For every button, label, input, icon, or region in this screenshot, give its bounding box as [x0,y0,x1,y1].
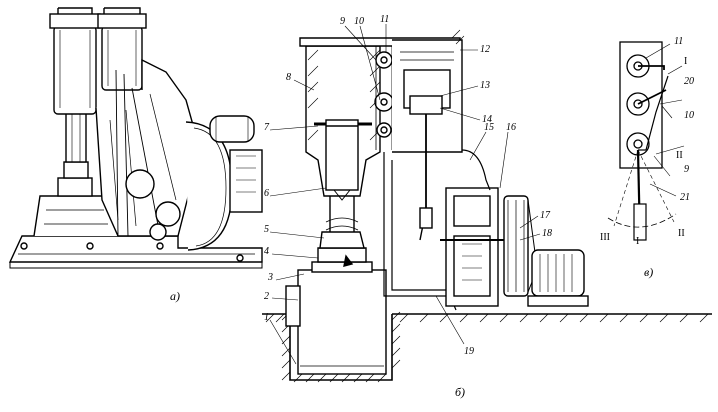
callout-8: 8 [286,72,291,83]
ground-hatching [265,313,709,323]
callout-19: 19 [464,346,474,357]
callout-18: 18 [542,228,552,239]
callout-9: 9 [340,16,345,27]
callout-2: 2 [264,291,269,302]
panel-label-c: в) [644,265,653,279]
panel-label-a: а) [170,289,180,303]
callout-10: 10 [354,16,364,27]
panel-b-callouts: 1 2 3 4 5 6 7 8 9 10 11 12 13 14 15 16 1… [264,14,552,357]
position-c-I-bottom: I [636,236,639,247]
panel-c-callouts: 11 20 10 9 21 I II III I II [600,36,694,247]
panel-label-b: б) [455,385,465,399]
panel-c-valve-control [607,41,685,241]
panel-a-hammer-general-view [8,7,263,269]
callout-12: 12 [480,44,490,55]
callout-13: 13 [480,80,490,91]
position-c-II-bottom: II [678,228,685,239]
leader-lines [269,24,541,365]
callout-7: 7 [264,122,270,133]
panel-b-section-scheme [262,24,712,383]
callout-1: 1 [264,312,269,323]
position-c-I-top: I [684,56,687,67]
callout-16: 16 [506,122,516,133]
callout-3: 3 [267,272,273,283]
callout-5: 5 [264,224,269,235]
callout-15: 15 [484,122,494,133]
callout-6: 6 [264,188,269,199]
callout-c-9: 9 [684,164,689,175]
callout-4: 4 [264,246,269,257]
callout-17: 17 [540,210,551,221]
position-c-III: III [600,232,610,243]
callout-14: 14 [482,114,492,125]
callout-c-20: 20 [684,76,694,87]
callout-11: 11 [380,14,389,25]
callout-c-21: 21 [680,192,690,203]
position-c-II-top: II [676,150,683,161]
callout-c-11: 11 [674,36,683,47]
callout-c-10: 10 [684,110,694,121]
